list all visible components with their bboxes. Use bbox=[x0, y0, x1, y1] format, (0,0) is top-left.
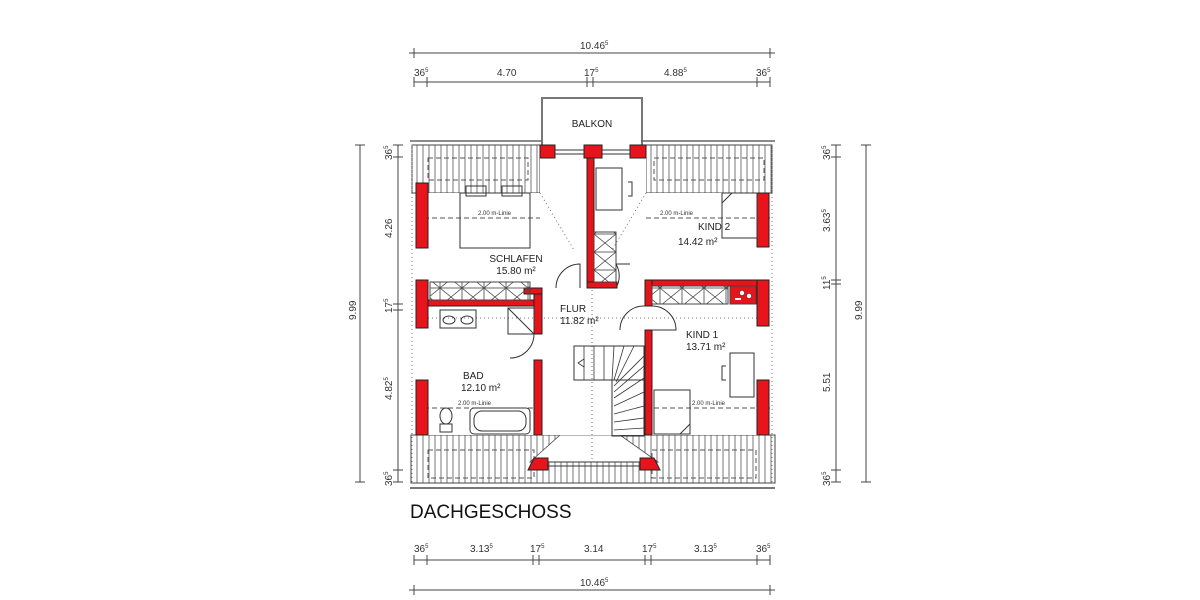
room-label-kind-1: KIND 1 13.71 m² bbox=[686, 330, 726, 353]
svg-text:4.825: 4.825 bbox=[384, 377, 395, 400]
svg-text:365: 365 bbox=[822, 145, 833, 160]
svg-text:13.71 m²: 13.71 m² bbox=[686, 342, 726, 353]
svg-text:175: 175 bbox=[384, 298, 395, 313]
doors bbox=[509, 263, 677, 359]
svg-text:2.00 m-Linie: 2.00 m-Linie bbox=[478, 211, 512, 217]
top-total-dim: 10.465 bbox=[580, 41, 609, 52]
walls bbox=[415, 144, 770, 471]
top-dimension-chain: 10.465 365 4.70 175 4.885 365 bbox=[409, 41, 775, 87]
furniture bbox=[439, 167, 758, 435]
svg-text:4.885: 4.885 bbox=[664, 68, 687, 79]
svg-text:365: 365 bbox=[756, 544, 771, 555]
room-label-kind-2: KIND 2 14.42 m² bbox=[678, 222, 731, 248]
svg-text:14.42 m²: 14.42 m² bbox=[678, 237, 718, 248]
svg-text:3.135: 3.135 bbox=[694, 544, 717, 555]
svg-text:11.82 m²: 11.82 m² bbox=[560, 316, 599, 327]
svg-text:175: 175 bbox=[642, 544, 657, 555]
bottom-total-dim: 10.465 bbox=[580, 578, 609, 589]
right-dimension-chain: 365 3.635 115 5.51 365 9.99 bbox=[822, 144, 871, 486]
svg-text:3.135: 3.135 bbox=[470, 544, 493, 555]
svg-text:2.00 m-Linie: 2.00 m-Linie bbox=[458, 401, 492, 407]
roof-top bbox=[410, 140, 775, 194]
svg-text:3.635: 3.635 bbox=[822, 209, 833, 232]
svg-text:365: 365 bbox=[822, 471, 833, 486]
staircase bbox=[573, 345, 645, 437]
bottom-dimension-chain: 365 3.135 175 3.14 175 3.135 365 10.465 bbox=[409, 544, 775, 595]
svg-text:BALKON: BALKON bbox=[572, 119, 613, 130]
svg-text:15.80 m²: 15.80 m² bbox=[496, 266, 536, 277]
balcony: BALKON bbox=[541, 97, 643, 147]
svg-text:12.10 m²: 12.10 m² bbox=[461, 383, 501, 394]
svg-text:9.99: 9.99 bbox=[854, 300, 865, 320]
svg-text:175: 175 bbox=[584, 68, 599, 79]
svg-text:2.00 m-Linie: 2.00 m-Linie bbox=[692, 401, 726, 407]
svg-text:BAD: BAD bbox=[463, 371, 484, 382]
wardrobes bbox=[429, 231, 757, 305]
room-label-flur: FLUR 11.82 m² bbox=[560, 304, 599, 327]
svg-text:2.00 m-Linie: 2.00 m-Linie bbox=[660, 211, 694, 217]
room-label-schlafen: SCHLAFEN 15.80 m² bbox=[489, 254, 542, 277]
svg-text:SCHLAFEN: SCHLAFEN bbox=[489, 254, 542, 265]
left-dimension-chain: 9.99 365 4.26 175 4.825 365 bbox=[348, 144, 403, 486]
floor-title: DACHGESCHOSS bbox=[410, 502, 572, 523]
svg-text:5.51: 5.51 bbox=[822, 372, 833, 392]
svg-text:3.14: 3.14 bbox=[584, 544, 604, 555]
svg-text:365: 365 bbox=[756, 68, 771, 79]
svg-text:4.26: 4.26 bbox=[384, 218, 395, 238]
svg-text:FLUR: FLUR bbox=[560, 304, 586, 315]
roof-bottom bbox=[410, 434, 776, 489]
svg-text:KIND 1: KIND 1 bbox=[686, 330, 719, 341]
svg-text:365: 365 bbox=[414, 544, 429, 555]
svg-text:9.99: 9.99 bbox=[348, 300, 359, 320]
svg-text:365: 365 bbox=[414, 68, 429, 79]
svg-text:365: 365 bbox=[384, 471, 395, 486]
svg-text:KIND 2: KIND 2 bbox=[698, 222, 731, 233]
svg-text:175: 175 bbox=[530, 544, 545, 555]
height-lines: 2.00 m-Linie 2.00 m-Linie 2.00 m-Linie 2… bbox=[416, 211, 770, 409]
room-label-bad: BAD 12.10 m² bbox=[461, 371, 501, 394]
svg-text:4.70: 4.70 bbox=[497, 68, 517, 79]
svg-text:115: 115 bbox=[822, 276, 833, 290]
svg-text:365: 365 bbox=[384, 145, 395, 160]
